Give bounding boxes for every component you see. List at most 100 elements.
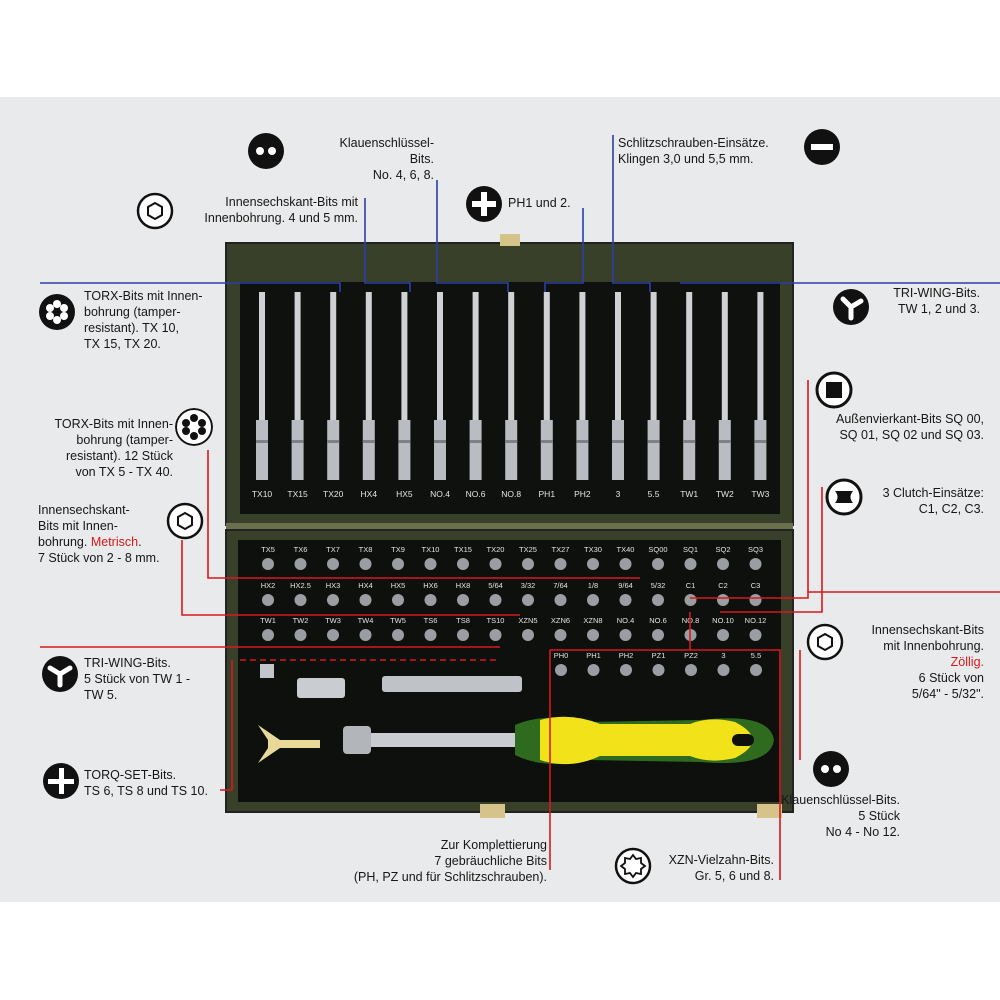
- short-bit-head: [392, 629, 404, 641]
- hex-icon: [136, 192, 174, 230]
- long-bit-shank: [540, 420, 553, 480]
- short-bit: HX4: [358, 581, 373, 606]
- short-bit-label: 9/64: [618, 581, 633, 590]
- long-bit-label: TX20: [323, 489, 344, 499]
- short-bit-label: TX7: [326, 545, 340, 554]
- short-bit-label: TW5: [390, 616, 406, 625]
- short-bit: TX7: [326, 545, 340, 570]
- short-bit-label: NO.6: [649, 616, 667, 625]
- short-bit-label: HX4: [358, 581, 373, 590]
- short-bit: NO.4: [617, 616, 634, 641]
- long-bit-label: TW1: [680, 489, 698, 499]
- short-bit-head: [749, 558, 762, 570]
- short-bit-head: [717, 664, 730, 676]
- long-bit-groove: [291, 440, 304, 443]
- short-bit: PH2: [619, 651, 633, 676]
- short-bit-label: TS10: [487, 616, 505, 625]
- spare-bit: [260, 664, 274, 678]
- clutch-icon: [825, 478, 863, 516]
- short-bit-head: [554, 594, 567, 606]
- short-bit: HX6: [423, 581, 438, 606]
- long-bit: 5.5: [647, 292, 660, 499]
- hex-icon: [806, 623, 844, 661]
- short-bit-label: HX2: [261, 581, 276, 590]
- label-torqset: TORQ-SET-Bits.TS 6, TS 8 und TS 10.: [84, 768, 208, 798]
- short-bit: TX30: [584, 545, 602, 570]
- long-bit-groove: [434, 440, 446, 443]
- torx-icon: [39, 294, 75, 330]
- short-bit: TX6: [294, 545, 307, 570]
- short-bit-head: [684, 558, 697, 570]
- long-bit-label: PH2: [574, 489, 591, 499]
- short-bit-label: XZN8: [583, 616, 602, 625]
- short-bit: TW5: [390, 616, 406, 641]
- long-bit-groove: [576, 440, 589, 443]
- short-bit-head: [619, 594, 632, 606]
- short-bit-head: [684, 594, 697, 606]
- label-xzn: XZN-Vielzahn-Bits.Gr. 5, 6 und 8.: [668, 853, 774, 883]
- short-bit: TX10: [422, 545, 440, 570]
- long-bit-groove: [647, 440, 660, 443]
- short-bit-head: [392, 558, 404, 570]
- short-bit-head: [652, 629, 664, 641]
- tri-wing-icon: [833, 289, 869, 325]
- case-clasp-bottom: [480, 804, 505, 818]
- long-bit: PH1: [539, 292, 555, 499]
- short-bit-label: TX10: [422, 545, 440, 554]
- long-bit: TW2: [716, 292, 734, 499]
- short-bit-label: C2: [718, 581, 728, 590]
- short-bit-label: TW2: [293, 616, 309, 625]
- short-bit: 9/64: [618, 581, 633, 606]
- long-bit-label: NO.8: [501, 489, 521, 499]
- long-bit-shaft: [401, 292, 408, 422]
- short-bit: 5/64: [488, 581, 503, 606]
- long-bit-shank: [469, 420, 482, 480]
- short-bit: TW4: [358, 616, 374, 641]
- two-dot-icon: [248, 133, 284, 169]
- short-bit: 5.5: [750, 651, 762, 676]
- short-bit-head: [359, 629, 372, 641]
- label-klauen-top: Klauenschlüssel-Bits.No. 4, 6, 8.: [339, 136, 435, 182]
- long-bit-shaft: [543, 292, 550, 422]
- long-bit-shank: [434, 420, 446, 480]
- short-bit: XZN6: [551, 616, 570, 641]
- short-bit-head: [522, 594, 534, 606]
- short-bit-label: 3: [721, 651, 725, 660]
- short-bit-head: [587, 629, 599, 641]
- case-hinge: [226, 523, 793, 531]
- short-bit: HX8: [456, 581, 470, 606]
- short-bit-label: TW1: [260, 616, 276, 625]
- short-bit: TS10: [487, 616, 505, 641]
- short-bit-label: NO.10: [712, 616, 734, 625]
- short-bit-head: [587, 664, 600, 676]
- handle-hole: [732, 734, 754, 746]
- long-bit-shaft: [294, 292, 301, 422]
- label-innensechskant-metrisch: Innensechskant- Bits mit Innen- bohrung.…: [38, 503, 160, 565]
- short-bit-label: 5/64: [488, 581, 503, 590]
- short-bit-head: [749, 629, 762, 641]
- label-triwing-top: TRI-WING-Bits.TW 1, 2 und 3.: [893, 286, 980, 316]
- short-bit: HX2: [261, 581, 276, 606]
- screwdriver-grip: [540, 716, 753, 765]
- cross-icon: [466, 186, 502, 222]
- short-bit-head: [717, 558, 729, 570]
- short-bit-label: TX20: [487, 545, 505, 554]
- short-bit-label: TX9: [391, 545, 405, 554]
- short-bit: XZN8: [583, 616, 603, 641]
- long-bit-shaft: [472, 292, 479, 422]
- short-bit: PZ2: [684, 651, 698, 676]
- long-bit: TX10: [252, 292, 272, 499]
- long-bit-shaft: [650, 292, 657, 422]
- long-bit-groove: [256, 440, 268, 443]
- short-bit-head: [294, 629, 307, 641]
- label-aussenvierkant: Außenvierkant-Bits SQ 00,SQ 01, SQ 02 un…: [836, 412, 984, 442]
- long-bit: PH2: [574, 292, 591, 499]
- long-bit: TX15: [287, 292, 308, 499]
- long-bit: TX20: [323, 292, 344, 499]
- short-bit-label: TW4: [358, 616, 374, 625]
- short-bit: TW2: [293, 616, 309, 641]
- short-bit: PZ1: [652, 651, 665, 676]
- short-bit-head: [620, 664, 632, 676]
